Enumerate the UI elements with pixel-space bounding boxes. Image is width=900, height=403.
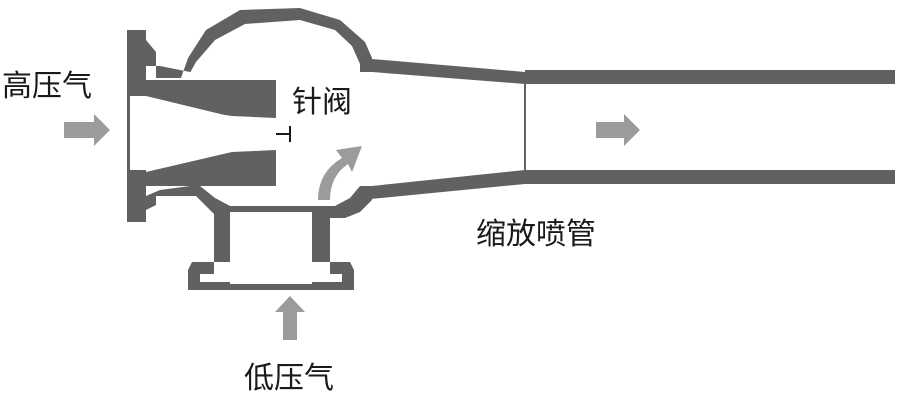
suction-flange [188,212,354,290]
outlet-arrow [596,114,640,146]
high-pressure-gas-label: 高压气 [2,69,92,104]
needle-valve-label: 针阀 [292,85,352,120]
inlet-bore [130,96,270,170]
nozzle-label: 缩放喷管 [476,217,596,252]
mixing-flow-arrow [318,146,362,200]
tube-wall-upper [525,70,895,84]
tube-wall-lower [525,170,895,184]
low-pressure-gas-label: 低压气 [244,361,334,396]
suction-arrow [275,296,305,340]
suction-bore [230,212,312,284]
inlet-arrow [64,114,110,146]
convergent-wall-lower [360,170,525,200]
convergent-wall-upper [360,58,525,84]
nozzle-body-lower [146,150,276,186]
